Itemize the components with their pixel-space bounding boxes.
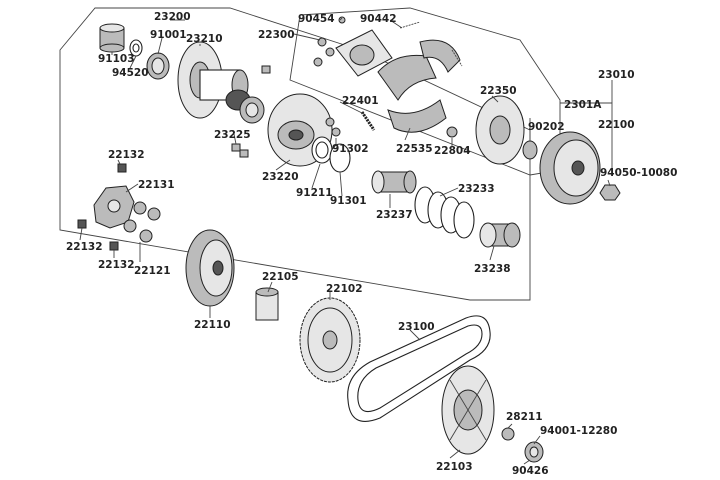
drive-belt-23100-icon — [347, 315, 491, 422]
label-90426: 90426 — [512, 465, 549, 477]
label-23233: 23233 — [458, 183, 495, 195]
label-22110: 22110 — [194, 319, 231, 331]
spring-23233-icon — [414, 186, 475, 239]
label-91301: 91301 — [330, 195, 367, 207]
washer-91302-icon — [325, 117, 341, 137]
clutch-shoes-22535-icon — [377, 39, 461, 133]
nut-90426-icon — [524, 441, 544, 463]
label-22105: 22105 — [262, 271, 299, 283]
washers-90454-icon — [313, 16, 346, 67]
nut-94050-10080-icon — [599, 184, 621, 201]
label-91302: 91302 — [332, 143, 369, 155]
label-90454: 90454 — [298, 13, 335, 25]
label-23238: 23238 — [474, 263, 511, 275]
bush-91103-icon — [99, 23, 125, 53]
seal-collar-23238-icon — [479, 222, 521, 248]
clutch-plate-22300-icon — [335, 29, 393, 77]
ring-gear-22102-icon — [299, 297, 361, 383]
clutch-bell-22100-icon — [539, 131, 601, 205]
label-91211: 91211 — [296, 187, 333, 199]
label-22103: 22103 — [436, 461, 473, 473]
label-22132-top: 22132 — [108, 149, 145, 161]
label-23210: 23210 — [186, 33, 223, 45]
label-94520: 94520 — [112, 67, 149, 79]
ramp-plate-22131-icon — [93, 185, 135, 229]
drive-plate-22350-icon — [475, 95, 525, 165]
label-22535: 22535 — [396, 143, 433, 155]
label-91001: 91001 — [150, 29, 187, 41]
label-22804: 22804 — [434, 145, 471, 157]
label-23200: 23200 — [154, 11, 191, 23]
label-2301A: 2301A — [564, 99, 602, 111]
label-94001-12280: 94001-12280 — [540, 425, 617, 437]
collar-22105-icon — [255, 287, 279, 321]
label-91103: 91103 — [98, 53, 135, 65]
nut-90202-icon — [522, 140, 538, 160]
label-94050-10080: 94050-10080 — [600, 167, 677, 179]
fan-22103-icon — [441, 365, 495, 455]
label-23220: 23220 — [262, 171, 299, 183]
movable-drive-face-23210-icon — [177, 41, 251, 119]
springs-90442-icon — [399, 21, 463, 67]
o-ring-91211-icon — [311, 136, 333, 164]
label-23010: 23010 — [598, 69, 635, 81]
leader-lines — [79, 17, 611, 465]
label-28211: 28211 — [506, 411, 543, 423]
label-23100: 23100 — [398, 321, 435, 333]
spring-22401-icon — [360, 111, 376, 131]
label-22100: 22100 — [598, 119, 635, 131]
label-22350: 22350 — [480, 85, 517, 97]
bearing-91001-icon — [146, 52, 170, 80]
label-22300: 22300 — [258, 29, 295, 41]
label-22131: 22131 — [138, 179, 175, 191]
label-90202: 90202 — [528, 121, 565, 133]
label-22132-left: 22132 — [66, 241, 103, 253]
label-23237: 23237 — [376, 209, 413, 221]
screw-23225-icon — [231, 65, 271, 158]
washer-28211-icon — [501, 427, 515, 441]
weight-rollers-22121-icon — [123, 201, 161, 243]
label-22132-bottom: 22132 — [98, 259, 135, 271]
collar-23237-icon — [371, 170, 417, 194]
movable-drive-group-outline — [59, 7, 531, 301]
label-22102: 22102 — [326, 283, 363, 295]
drive-face-22110-icon — [185, 229, 235, 307]
label-22401: 22401 — [342, 95, 379, 107]
label-90442: 90442 — [360, 13, 397, 25]
label-22121: 22121 — [134, 265, 171, 277]
label-23225: 23225 — [214, 129, 251, 141]
washer-22804-icon — [446, 126, 458, 138]
